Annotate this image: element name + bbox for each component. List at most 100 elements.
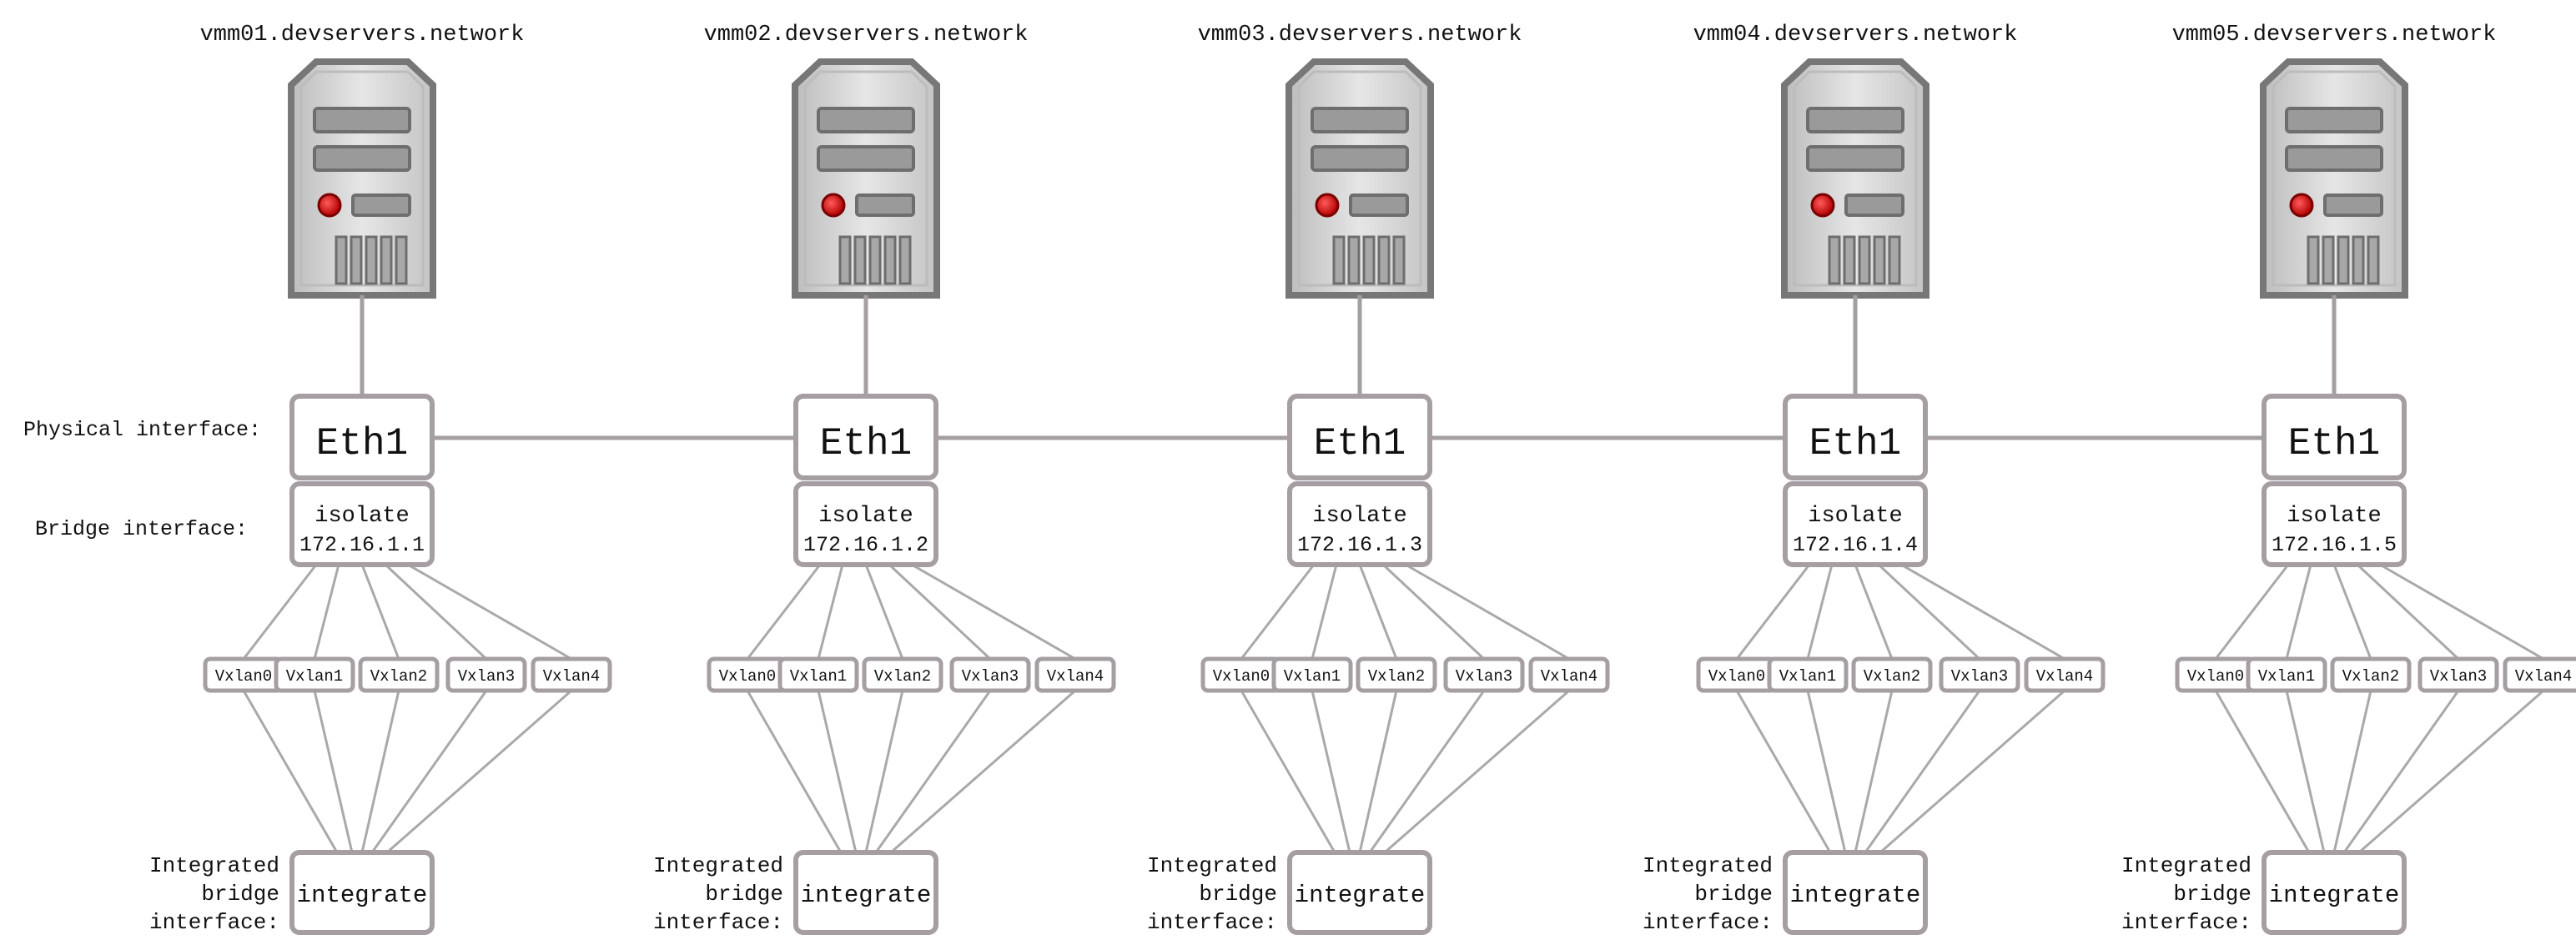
server-tower-icon — [1781, 58, 1929, 299]
vxlan-box — [2024, 656, 2106, 693]
bridge-vxlan-line — [1405, 563, 1570, 661]
vxlan-label: Vxlan3 — [1456, 667, 1512, 686]
vxlan-box — [1851, 656, 1933, 693]
vxlan-interface: Vxlan3 — [445, 656, 527, 693]
vxlan-integrate-line — [313, 690, 354, 853]
integrated-bridge-label: Integrated — [1147, 853, 1277, 878]
integrated-bridge-label: bridge — [705, 882, 783, 907]
physical-interface-name: Eth1 — [1314, 422, 1406, 465]
vxlan-label: Vxlan3 — [1951, 667, 2008, 686]
vxlan-integrate-line — [1384, 689, 1570, 854]
vxlan-label: Vxlan2 — [370, 667, 427, 686]
vxlan-interface: Vxlan1 — [274, 656, 355, 693]
vxlan-label: Vxlan1 — [1284, 667, 1341, 686]
bridge-vxlan-line — [1900, 563, 2065, 661]
vxlan-integrate-line — [386, 689, 572, 854]
vxlan-interface: Vxlan0 — [203, 656, 284, 693]
bridge-vxlan-line — [2356, 563, 2460, 661]
server-group: vmm05.devservers.networkEth1isolate172.1… — [2121, 23, 2576, 935]
vxlan-box — [862, 656, 943, 693]
vxlan-interface: Vxlan2 — [2330, 656, 2412, 693]
physical-interface-name: Eth1 — [316, 422, 408, 465]
integrated-bridge-label: bridge — [1694, 882, 1773, 907]
physical-interface-box — [2262, 394, 2407, 480]
vxlan-label: Vxlan4 — [1047, 667, 1104, 686]
bridge-vxlan-line — [2332, 564, 2372, 660]
vxlan-label: Vxlan4 — [543, 667, 600, 686]
vxlan-integrate-line — [874, 690, 992, 853]
bridge-interface-box — [1783, 481, 1928, 567]
bridge-interface-box — [1287, 481, 1432, 567]
vxlan-integrate-line — [242, 690, 339, 853]
server-hostname: vmm02.devservers.network — [704, 23, 1029, 48]
vxlan-label: Vxlan1 — [790, 667, 847, 686]
vxlan-box — [1034, 656, 1116, 693]
bridge-vxlan-line — [1735, 564, 1811, 660]
integrated-bridge-box — [793, 850, 938, 935]
vxlan-interface: Vxlan4 — [531, 656, 612, 693]
vxlan-integrate-line — [2342, 690, 2460, 853]
integrated-bridge-name: integrate — [297, 882, 428, 909]
vxlan-box — [949, 656, 1031, 693]
bridge-vxlan-line — [1311, 564, 1338, 660]
vxlan-box — [274, 656, 355, 693]
vxlan-integrate-line — [1358, 690, 1398, 853]
vxlan-label: Vxlan0 — [719, 667, 776, 686]
vxlan-interface: Vxlan1 — [777, 656, 859, 693]
vxlan-label: Vxlan4 — [2036, 667, 2093, 686]
integrated-bridge-label: interface: — [2121, 910, 2251, 935]
vxlan-interface: Vxlan2 — [862, 656, 943, 693]
vxlan-label: Vxlan2 — [2342, 667, 2399, 686]
physical-interface-name: Eth1 — [2288, 422, 2380, 465]
vxlan-label: Vxlan2 — [874, 667, 931, 686]
bridge-vxlan-line — [888, 563, 992, 661]
vxlan-integrate-line — [2285, 690, 2326, 853]
vxlan-interface: Vxlan3 — [949, 656, 1031, 693]
vxlan-integrate-line — [370, 690, 488, 853]
integrated-bridge-box — [2262, 850, 2407, 935]
vxlan-label: Vxlan3 — [962, 667, 1019, 686]
integrated-bridge-label: bridge — [2173, 882, 2251, 907]
vxlan-integrate-line — [2332, 690, 2372, 853]
vxlan-interface: Vxlan2 — [1356, 656, 1437, 693]
vxlan-box — [1528, 656, 1610, 693]
integrated-bridge-box — [289, 850, 435, 935]
physical-interface-label: Physical interface: — [23, 418, 261, 442]
integrated-bridge-label: Integrated — [1643, 853, 1773, 878]
server-hostname: vmm01.devservers.network — [200, 23, 525, 48]
vxlan-label: Vxlan0 — [2187, 667, 2244, 686]
integrated-bridge-name: integrate — [801, 882, 932, 909]
vxlan-interface: Vxlan4 — [1528, 656, 1610, 693]
vxlan-label: Vxlan1 — [286, 667, 343, 686]
vxlan-box — [531, 656, 612, 693]
bridge-interface-ip: 172.16.1.2 — [803, 533, 928, 557]
vxlan-integrate-line — [360, 690, 400, 853]
vxlan-interface: Vxlan3 — [1443, 656, 1525, 693]
integrated-bridge-name: integrate — [1790, 882, 1921, 909]
vxlan-label: Vxlan2 — [1368, 667, 1425, 686]
server-group: vmm02.devservers.networkEth1isolate172.1… — [653, 23, 1116, 935]
vxlan-label: Vxlan4 — [2515, 667, 2572, 686]
vxlan-box — [2330, 656, 2412, 693]
server-tower-icon — [288, 58, 436, 299]
bridge-vxlan-line — [1877, 563, 1981, 661]
vxlan-box — [1356, 656, 1437, 693]
bridge-vxlan-line — [1358, 564, 1398, 660]
bridge-vxlan-line — [242, 564, 318, 660]
bridge-interface-box — [793, 481, 938, 567]
integrated-bridge-name: integrate — [1295, 882, 1426, 909]
integrated-bridge-box — [1783, 850, 1928, 935]
vxlan-integrate-line — [746, 690, 843, 853]
physical-interface-box — [793, 394, 938, 480]
physical-interface-name: Eth1 — [1809, 422, 1901, 465]
bridge-vxlan-line — [1854, 564, 1894, 660]
physical-interface-name: Eth1 — [820, 422, 912, 465]
bridge-vxlan-line — [817, 564, 844, 660]
server-group: vmm03.devservers.networkEth1isolate172.1… — [1147, 23, 1610, 935]
vxlan-interface: Vxlan0 — [1696, 656, 1778, 693]
bridge-interface-label: Bridge interface: — [35, 517, 248, 541]
vxlan-integrate-line — [1368, 690, 1486, 853]
vxlan-interface: Vxlan0 — [1200, 656, 1282, 693]
integrated-bridge-label: Integrated — [2121, 853, 2251, 878]
